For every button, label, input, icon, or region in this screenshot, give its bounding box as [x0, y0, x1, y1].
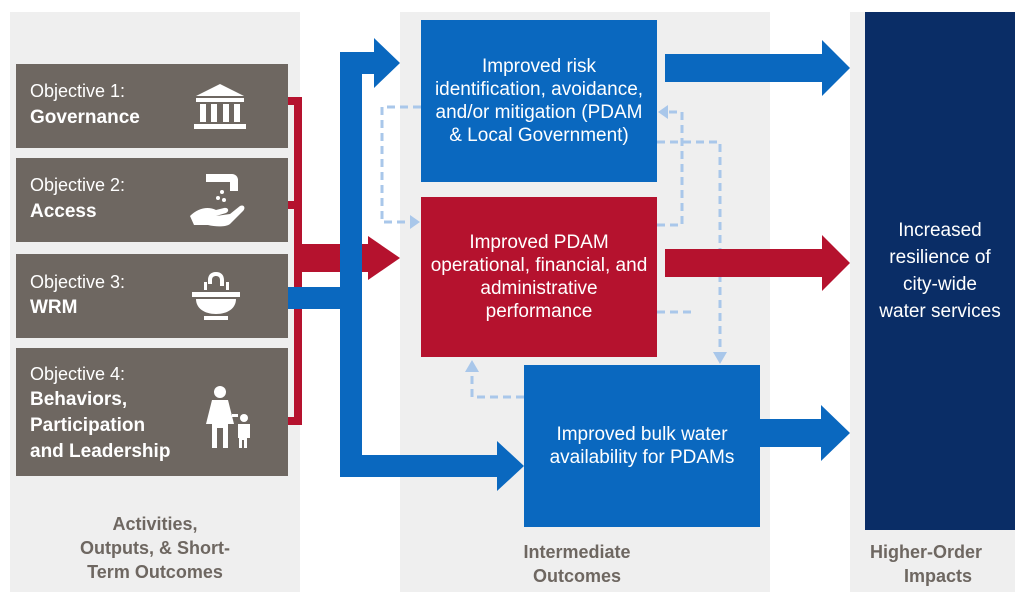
bulk-water-outcome-text: Improved bulk water availability for PDA… — [549, 424, 735, 468]
objective-4-title-line-3: and Leadership — [30, 441, 171, 462]
objective-1-title: Governance — [30, 107, 140, 128]
government-building-icon — [194, 84, 246, 129]
sink-icon — [192, 272, 240, 320]
activities-column-label: Activities, Outputs, & Short- Term Outco… — [45, 512, 265, 584]
blue-trunk — [288, 38, 524, 491]
parent-child-icon — [206, 386, 250, 448]
intermediate-label-line-2: Outcomes — [532, 566, 622, 586]
activities-label-line-1: Activities, — [112, 514, 198, 534]
higher-column-label: Higher-Order Impacts — [866, 540, 1015, 588]
objective-1-label: Objective 1: — [30, 81, 126, 101]
objective-3-box: Objective 3: WRM — [16, 254, 288, 338]
activities-label-line-3: Term Outcomes — [87, 562, 223, 582]
objective-2-label: Objective 2: — [30, 175, 126, 195]
objective-4-title-line-2: Participation — [30, 415, 146, 436]
higher-label-line-1: Higher-Order — [870, 542, 983, 562]
dashed-arrowheads — [410, 105, 727, 372]
operational-outcome-box: Improved PDAM operational, financial, an… — [421, 197, 657, 357]
objective-4-title-line-1: Behaviors, — [30, 389, 128, 410]
higher-label-line-2: Impacts — [904, 566, 973, 586]
impact-box: Increased resilience of city-wide water … — [865, 12, 1015, 530]
dashed-feedback-links — [380, 105, 722, 399]
objective-3-label: Objective 3: — [30, 272, 126, 292]
objective-3-title: WRM — [30, 297, 78, 318]
objective-2-title: Access — [30, 201, 97, 222]
intermediate-label-line-1: Intermediate — [523, 542, 631, 562]
activities-label-line-2: Outputs, & Short- — [80, 538, 230, 558]
operational-outcome-text: Improved PDAM operational, financial, an… — [430, 232, 648, 322]
impact-text: Increased resilience of city-wide water … — [879, 220, 1001, 322]
objective-1-box: Objective 1: Governance — [16, 64, 288, 148]
intermediate-column-label: Intermediate Outcomes — [477, 540, 677, 588]
impact-arrows — [665, 40, 850, 461]
objective-4-label: Objective 4: — [30, 364, 126, 384]
faucet-hand-icon — [190, 174, 245, 227]
objective-4-box: Objective 4: Behaviors, Participation an… — [16, 348, 288, 476]
risk-outcome-box: Improved risk identification, avoidance,… — [421, 20, 657, 182]
bulk-water-outcome-box: Improved bulk water availability for PDA… — [524, 365, 760, 527]
risk-outcome-text: Improved risk identification, avoidance,… — [434, 56, 644, 146]
objective-2-box: Objective 2: Access — [16, 158, 288, 242]
